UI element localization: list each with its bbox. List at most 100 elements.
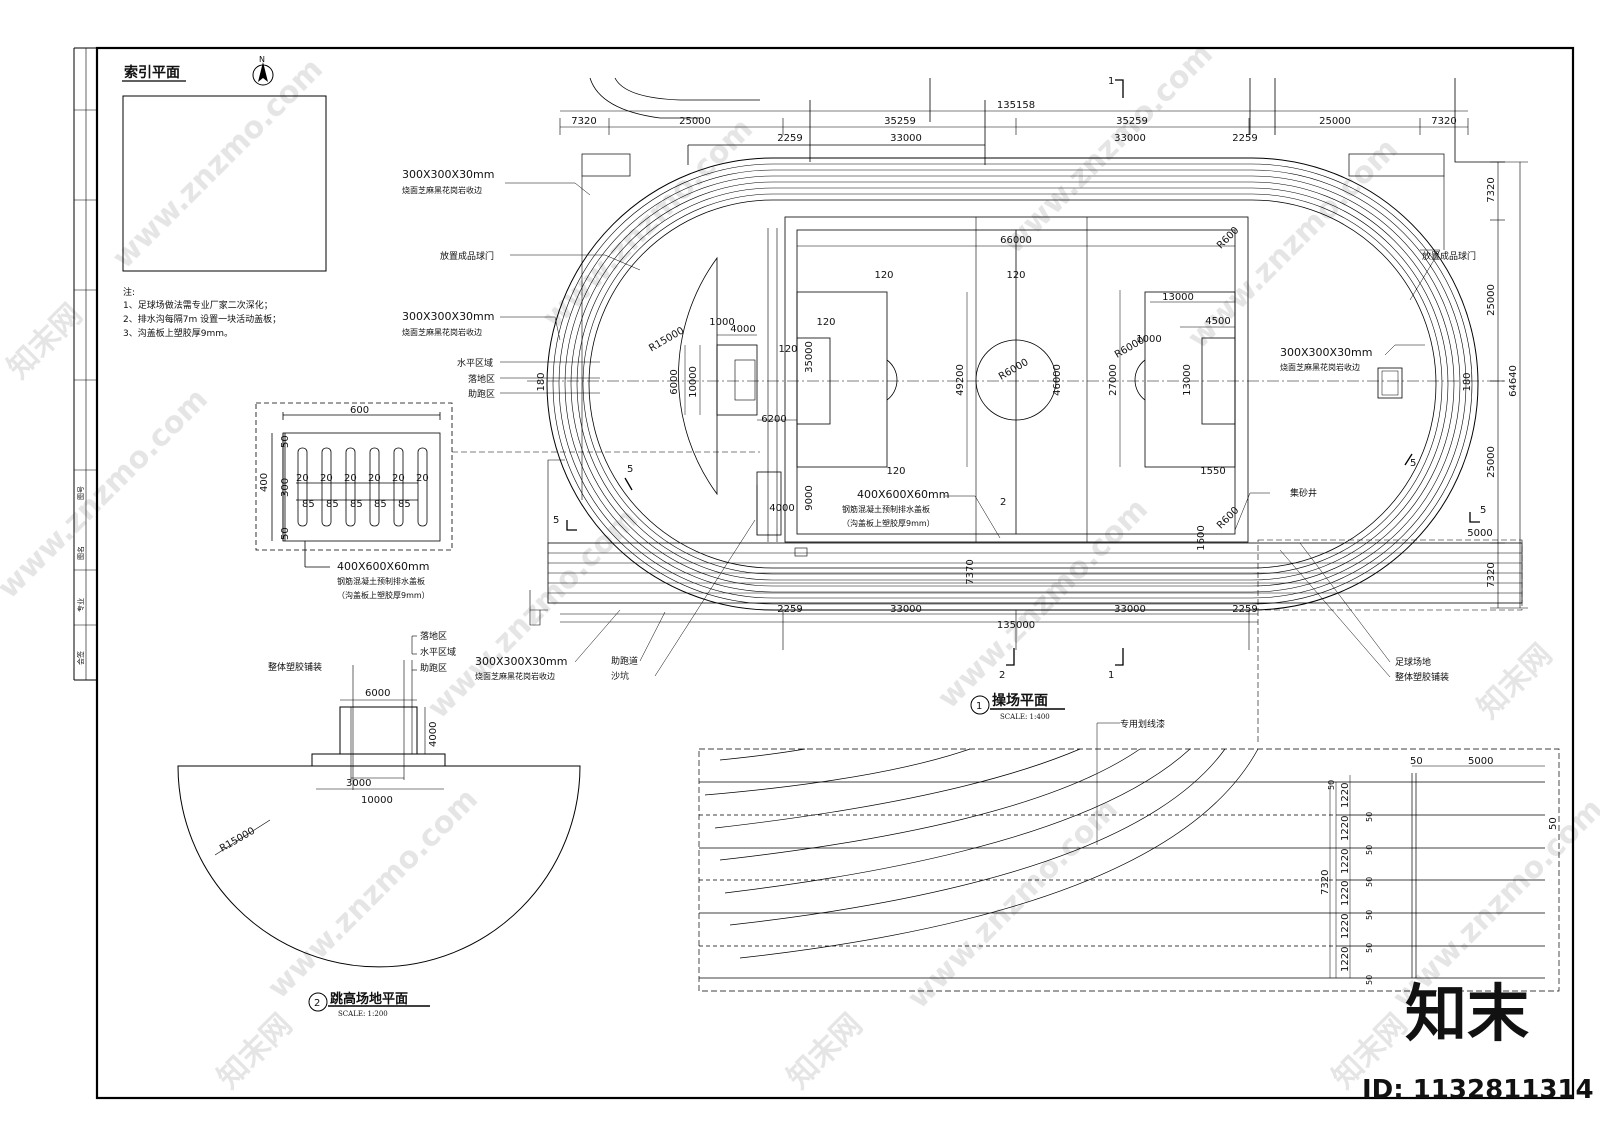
dim-inner: 33000 xyxy=(890,133,922,144)
curb-label-sub: 烧面芝麻黑花岗岩收边 xyxy=(402,327,482,337)
lane-detail xyxy=(698,722,1560,992)
lane-width: 1220 xyxy=(1340,816,1351,841)
high-jump-title-block: 2 跳高场地平面 SCALE: 1:200 xyxy=(308,991,430,1018)
section-mark: 1 xyxy=(1108,76,1114,87)
zone-land-label: 落地区 xyxy=(468,373,495,385)
sandpit-label: 沙坑 xyxy=(611,670,629,682)
dim-right: 25000 xyxy=(1486,284,1497,316)
lane-line: 50 xyxy=(1365,910,1374,920)
zone-flat-label: 水平区域 xyxy=(457,357,493,369)
dim-top: 7320 xyxy=(571,116,596,127)
watermark-site: www.znzmo.com xyxy=(106,52,330,276)
drain-cover-detail xyxy=(255,402,453,568)
dim-hj-1000: 1000 xyxy=(709,317,734,328)
dim-left-goal2: 6000 xyxy=(669,369,680,394)
hj-dim-10000: 10000 xyxy=(361,795,393,806)
hj-landing-label: 落地区 xyxy=(420,630,447,642)
curb-label-sub: 烧面芝麻黑花岗岩收边 xyxy=(475,671,555,681)
section-mark: 1 xyxy=(1108,670,1114,681)
hj-dim-4000: 4000 xyxy=(428,722,439,747)
track-title-number: 1 xyxy=(976,701,982,712)
note-item: 3、沟盖板上塑胶厚9mm。 xyxy=(123,327,233,339)
dim-goal-area: 13000 xyxy=(1182,364,1193,396)
section-marks: 1 1 2 2 5 5 5 5 xyxy=(553,76,1486,681)
lane-dim-overall: 7320 xyxy=(1320,870,1331,895)
sheet-frame xyxy=(73,46,1575,1100)
track-title-block: 1 操场平面 SCALE: 1:400 xyxy=(970,692,1065,721)
watermark-site: www.znzmo.com xyxy=(996,37,1220,261)
index-plan: 索引平面 N 注: 1、足球场做法需专业厂家二次深化； 2、排水沟每隔7m 设置… xyxy=(122,55,327,339)
watermark-layer: www.znzmo.com 知末网 www.znzmo.com www.znzm… xyxy=(0,37,1600,1096)
dim-120: 120 xyxy=(886,466,905,477)
dim-50: 50 xyxy=(280,435,291,448)
title-block-label: 图名 xyxy=(76,546,85,560)
north-label: N xyxy=(259,55,265,64)
north-arrow-icon: N xyxy=(252,55,274,86)
dim-inner: 2259 xyxy=(1232,133,1257,144)
section-mark: 2 xyxy=(1000,497,1006,508)
dim-radius-corner: R600 xyxy=(1215,505,1241,531)
curb-label: 300X300X30mm xyxy=(475,655,568,668)
index-plan-title: 索引平面 xyxy=(124,64,180,81)
dim-top: 25000 xyxy=(679,116,711,127)
track-scale: SCALE: 1:400 xyxy=(1000,713,1050,721)
lane-width: 1220 xyxy=(1340,849,1351,874)
dim-hj-run: 6200 xyxy=(761,414,786,425)
dim-180-right: 180 xyxy=(1462,372,1473,391)
watermark-site: www.znzmo.com xyxy=(0,382,215,606)
title-block-label: 专业 xyxy=(76,598,85,612)
dim-top: 35259 xyxy=(1116,116,1148,127)
watermark-brand: 知末 ID: 1132811314 xyxy=(1362,977,1594,1105)
dim-300: 300 xyxy=(280,478,291,497)
dim-600: 600 xyxy=(350,405,369,416)
dim-gap: 20 xyxy=(392,473,405,484)
dim-1000: 1000 xyxy=(1136,334,1161,345)
dim-right: 25000 xyxy=(1486,446,1497,478)
dim-inner: 2259 xyxy=(777,133,802,144)
lane-width: 1220 xyxy=(1340,947,1351,972)
note-item: 1、足球场做法需专业厂家二次深化； xyxy=(123,299,273,311)
dim-1550: 1550 xyxy=(1200,466,1225,477)
dim-7370: 7370 xyxy=(965,559,976,584)
dim-field-width: 66000 xyxy=(1000,235,1032,246)
watermark-site-cn: 知末网 xyxy=(1,297,89,385)
dim-left-penalty: 35000 xyxy=(804,341,815,373)
dim-120: 120 xyxy=(1006,270,1025,281)
dim-bottom: 33000 xyxy=(1114,604,1146,615)
drain-cover-dims: 600 400 50 300 50 20 20 20 20 20 20 85 8… xyxy=(259,405,430,600)
hj-dim-3000: 3000 xyxy=(346,778,371,789)
lane-line: 50 xyxy=(1365,812,1374,822)
dim-bottom: 2259 xyxy=(777,604,802,615)
lane-width: 1220 xyxy=(1340,783,1351,808)
dim-radius-corner: R600 xyxy=(1215,225,1241,251)
watermark-site: www.znzmo.com xyxy=(421,502,645,726)
dim-bar: 85 xyxy=(326,499,339,510)
drain-label: 400X600X60mm xyxy=(857,488,950,501)
track-plan xyxy=(500,77,1528,745)
watermark-site: www.znzmo.com xyxy=(901,792,1125,1016)
dim-1600: 1600 xyxy=(1196,525,1207,550)
dim-top: 35259 xyxy=(884,116,916,127)
drain-label-sub2: （沟盖板上塑胶厚9mm） xyxy=(842,518,935,528)
dim-top: 25000 xyxy=(1319,116,1351,127)
runway-label: 助跑道 xyxy=(611,655,638,667)
dim-gap: 20 xyxy=(320,473,333,484)
hj-scale: SCALE: 1:200 xyxy=(338,1010,388,1018)
notes-heading: 注: xyxy=(123,286,135,298)
curb-label: 300X300X30mm xyxy=(1280,346,1373,359)
curb-label: 300X300X30mm xyxy=(402,168,495,181)
track-annotations: 300X300X30mm 烧面芝麻黑花岗岩收边 放置成品球门 300X300X3… xyxy=(402,168,1476,683)
drain-label-sub: 钢筋混凝土预制排水盖板 xyxy=(842,504,930,514)
section-mark: 5 xyxy=(1410,458,1416,469)
lane-paint-label: 专用划线漆 xyxy=(1120,718,1165,730)
lane-line: 50 xyxy=(1365,877,1374,887)
dim-radius-centre: R6000 xyxy=(997,357,1031,383)
dim-bottom: 2259 xyxy=(1232,604,1257,615)
drain-cover-sub2: （沟盖板上塑胶厚9mm） xyxy=(337,590,430,600)
track-top-dims: 135158 7320 25000 35259 35259 25000 7320… xyxy=(571,100,1456,631)
dim-bar: 85 xyxy=(350,499,363,510)
drain-cover-sub: 钢筋混凝土预制排水盖板 xyxy=(337,576,425,586)
watermark-brand-logo: 知末 xyxy=(1405,977,1529,1050)
lane-line: 50 xyxy=(1327,780,1336,790)
